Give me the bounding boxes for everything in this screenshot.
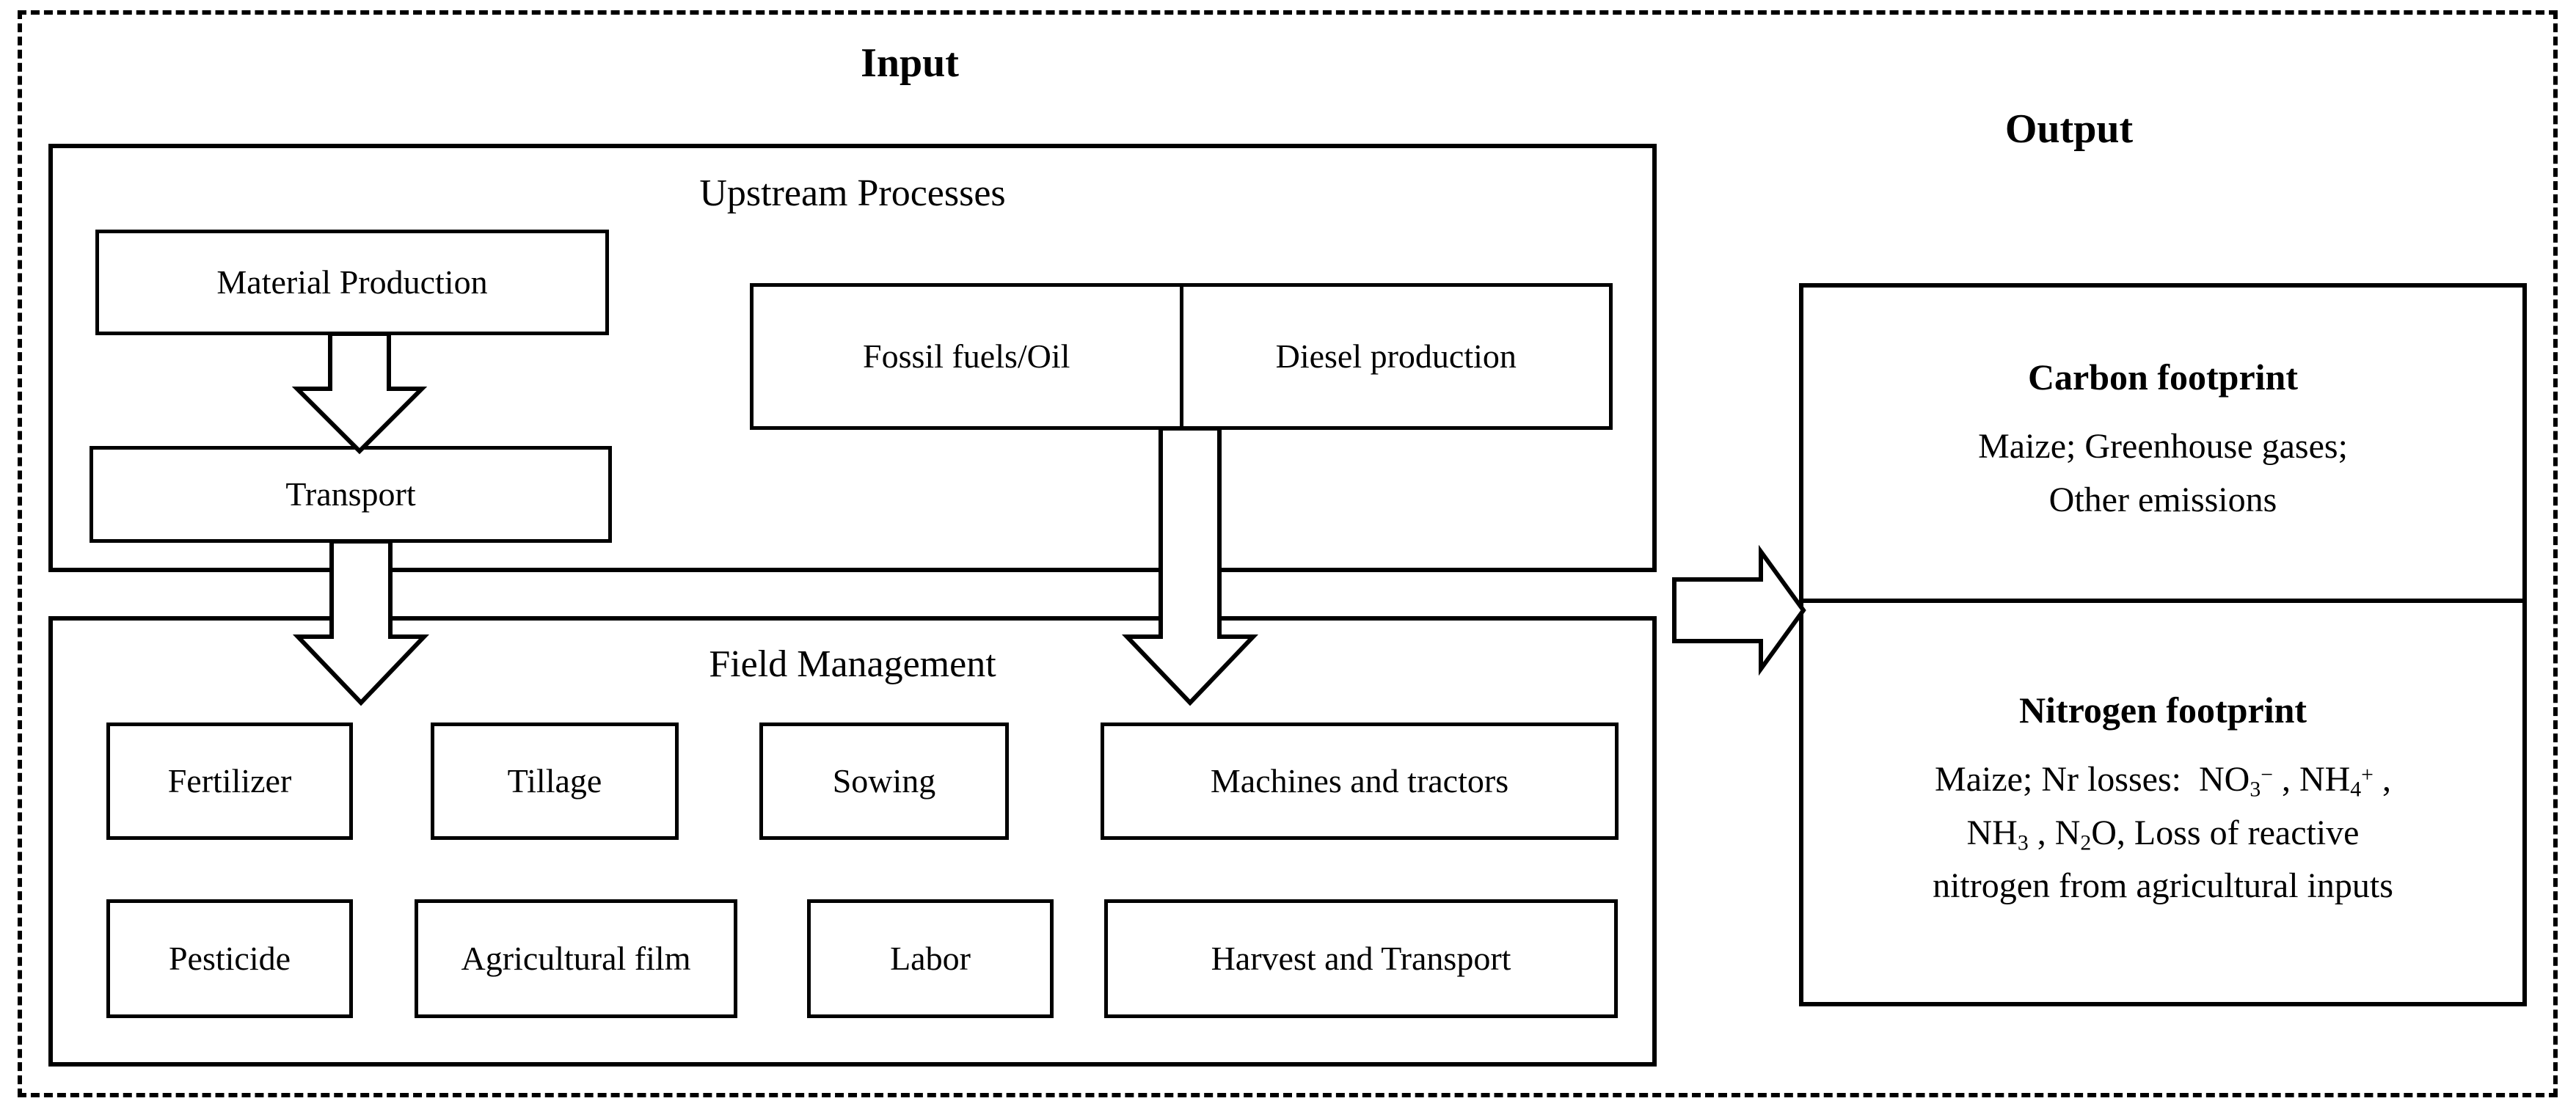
nr-losses-mid: , NH (2272, 759, 2351, 799)
node-labor[interactable]: Labor (807, 899, 1054, 1018)
nr-losses-prefix: Maize; Nr losses: NO (1935, 759, 2250, 799)
node-pesticide-label: Pesticide (168, 940, 291, 978)
node-fossil-fuels-label: Fossil fuels/Oil (863, 337, 1070, 375)
system-boundary-dashed-frame (18, 10, 2558, 1097)
node-harvest-and-transport-label: Harvest and Transport (1211, 940, 1511, 978)
node-fossil-fuels[interactable]: Fossil fuels/Oil (754, 287, 1183, 426)
node-diesel-production[interactable]: Diesel production (1183, 287, 1610, 426)
nitrate-charge: − (2261, 762, 2273, 787)
ammonium-subscript: 4 (2350, 777, 2362, 802)
node-agricultural-film[interactable]: Agricultural film (415, 899, 737, 1018)
nr-losses-suffix: , (2373, 759, 2391, 799)
nitrous-suffix: O, Loss of reactive (2091, 813, 2360, 852)
output-panel: Carbon footprint Maize; Greenhouse gases… (1799, 283, 2527, 1006)
ammonia-formula: NH (1966, 813, 2018, 852)
node-material-production-label: Material Production (216, 263, 488, 301)
nitrogen-footprint-line-3: nitrogen from agricultural inputs (1933, 866, 2393, 906)
node-transport-label: Transport (285, 475, 416, 513)
nitrous-prefix: , N (2028, 813, 2081, 852)
node-fertilizer-label: Fertilizer (167, 762, 292, 800)
nitrogen-footprint-line-2: NH3 , N2O, Loss of reactive (1967, 807, 2360, 860)
node-labor-label: Labor (890, 940, 971, 978)
ammonia-subscript: 3 (2017, 830, 2029, 855)
field-management-title: Field Management (709, 643, 996, 685)
node-sowing[interactable]: Sowing (759, 723, 1009, 840)
node-diesel-production-label: Diesel production (1275, 337, 1517, 375)
node-tillage-label: Tillage (507, 762, 602, 800)
node-agricultural-film-label: Agricultural film (461, 940, 691, 978)
node-sowing-label: Sowing (832, 762, 936, 800)
nitrous-subscript: 2 (2080, 830, 2092, 855)
node-harvest-and-transport[interactable]: Harvest and Transport (1104, 899, 1618, 1018)
input-heading: Input (861, 40, 959, 86)
node-tillage[interactable]: Tillage (431, 723, 679, 840)
node-material-production[interactable]: Material Production (95, 230, 609, 335)
carbon-footprint-line-1: Maize; Greenhouse gases; (1978, 427, 2348, 467)
fuel-node-group: Fossil fuels/Oil Diesel production (750, 283, 1613, 430)
nitrogen-footprint-title: Nitrogen footprint (2018, 689, 2307, 731)
carbon-footprint-title: Carbon footprint (2027, 356, 2299, 398)
carbon-footprint-line-2: Other emissions (2048, 480, 2277, 519)
ammonium-charge: + (2361, 762, 2374, 787)
nitrate-subscript: 3 (2250, 777, 2261, 802)
node-machines-and-tractors[interactable]: Machines and tractors (1101, 723, 1619, 840)
carbon-footprint-section: Carbon footprint Maize; Greenhouse gases… (1803, 288, 2522, 603)
output-heading: Output (2004, 106, 2134, 152)
node-fertilizer[interactable]: Fertilizer (106, 723, 353, 840)
node-machines-and-tractors-label: Machines and tractors (1210, 762, 1509, 800)
nitrogen-footprint-line-1: Maize; Nr losses: NO3− , NH4+ , (1935, 753, 2391, 807)
node-transport[interactable]: Transport (90, 446, 612, 543)
node-pesticide[interactable]: Pesticide (106, 899, 353, 1018)
upstream-processes-title: Upstream Processes (699, 172, 1006, 214)
nitrogen-footprint-section: Nitrogen footprint Maize; Nr losses: NO3… (1803, 603, 2522, 1002)
